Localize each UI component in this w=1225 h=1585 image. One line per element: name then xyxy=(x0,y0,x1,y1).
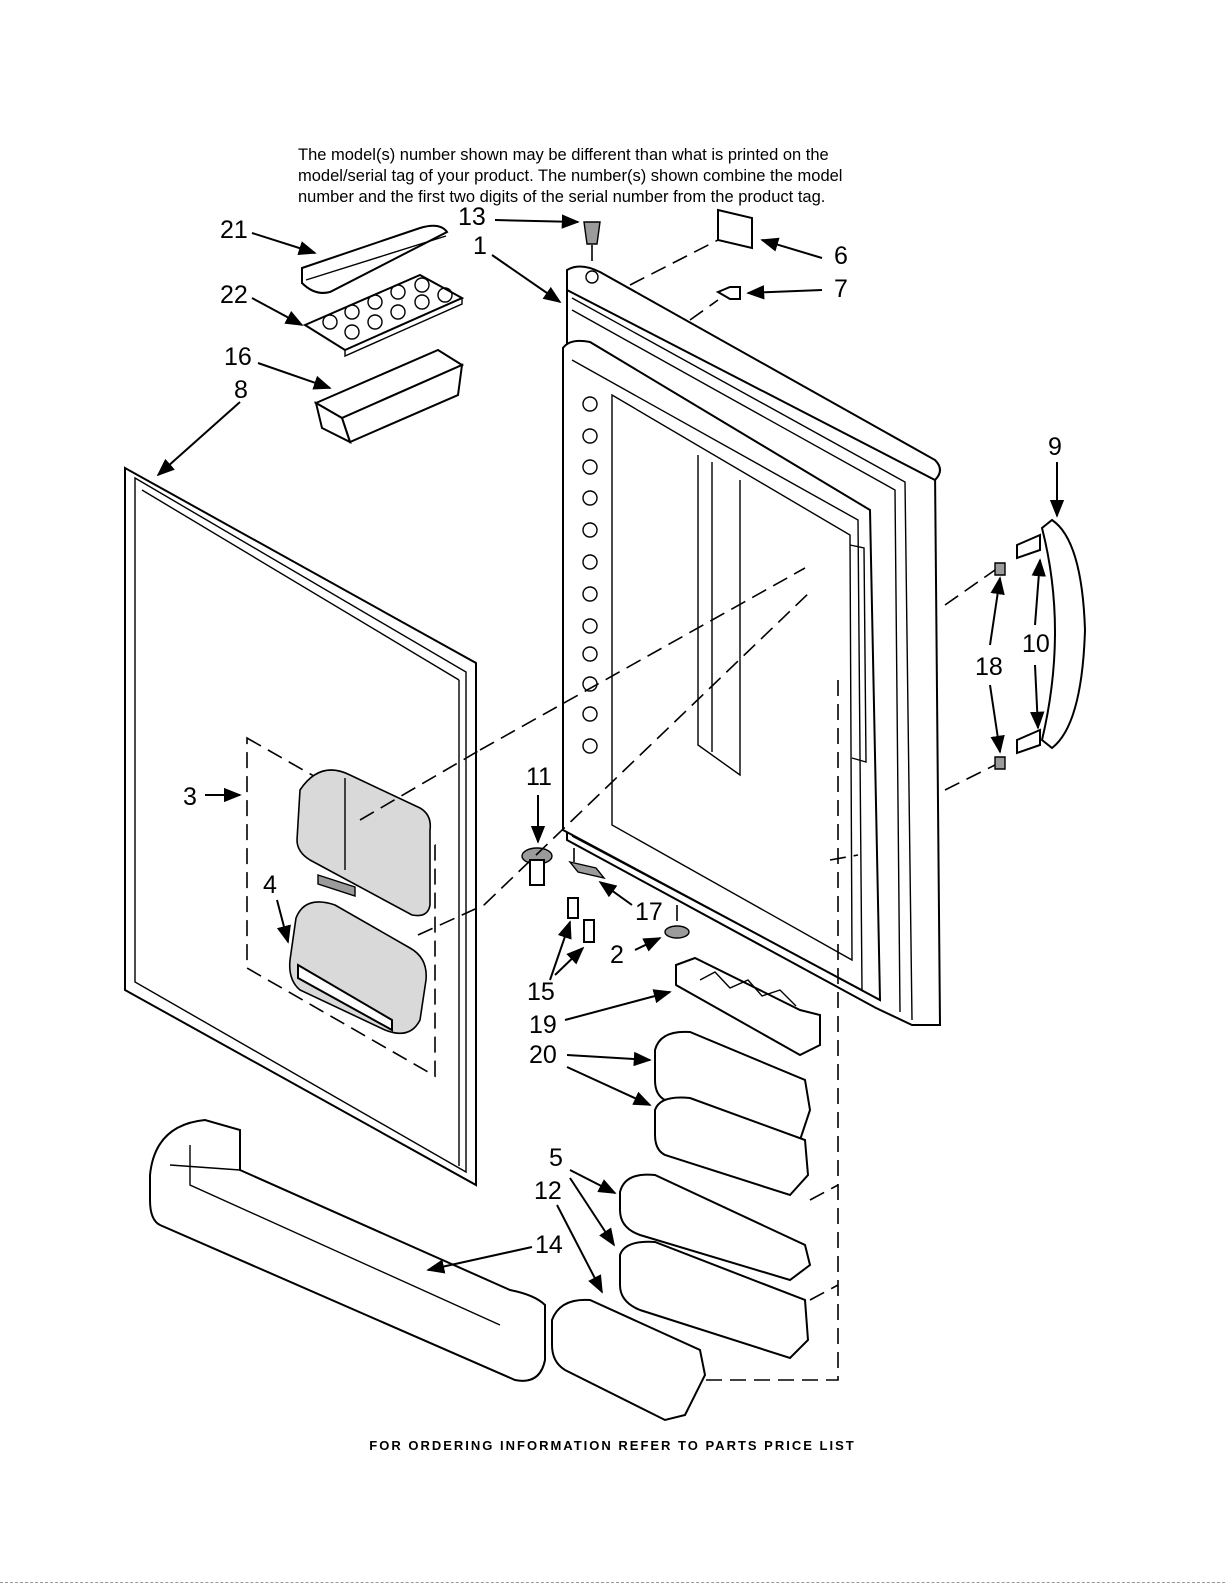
callout-9: 9 xyxy=(1048,433,1062,461)
door-gasket-bumps xyxy=(582,396,598,754)
note-line-2: model/serial tag of your product. The nu… xyxy=(298,167,843,185)
callout-numbers: 21 22 16 8 13 1 6 7 9 10 18 3 4 11 17 2 … xyxy=(183,203,1062,1259)
callout-19: 19 xyxy=(529,1011,557,1039)
dispenser-housing xyxy=(296,769,432,917)
callout-3: 3 xyxy=(183,783,197,811)
can-rack xyxy=(675,956,821,1057)
callout-20: 20 xyxy=(529,1041,557,1069)
callout-7: 7 xyxy=(834,275,848,303)
note-line-1: The model(s) number shown may be differe… xyxy=(298,146,829,164)
handle-fasteners xyxy=(994,533,1041,770)
door-label xyxy=(717,208,753,250)
small-door-bin xyxy=(551,1298,707,1422)
door-cam xyxy=(521,847,553,886)
callout-14: 14 xyxy=(535,1231,563,1259)
hinge-bushing xyxy=(583,221,601,245)
callout-12: 12 xyxy=(534,1177,562,1205)
callout-11: 11 xyxy=(526,763,552,791)
long-door-bin xyxy=(149,1118,546,1382)
dispenser-tray xyxy=(288,901,427,1035)
callout-8: 8 xyxy=(234,376,248,404)
door-bins-20 xyxy=(654,1030,812,1197)
bracket-17 xyxy=(568,860,606,880)
page-bottom-rule xyxy=(0,1582,1225,1583)
ordering-info-footer: FOR ORDERING INFORMATION REFER TO PARTS … xyxy=(369,1438,856,1453)
egg-tray-cover xyxy=(301,224,449,294)
egg-tray xyxy=(302,273,465,358)
callout-15: 15 xyxy=(527,978,555,1006)
outer-door xyxy=(562,265,942,1026)
callout-2: 2 xyxy=(610,941,624,969)
callout-4: 4 xyxy=(263,871,277,899)
callout-18: 18 xyxy=(975,653,1003,681)
callout-21: 21 xyxy=(220,216,248,244)
alignment-lines xyxy=(359,239,996,1381)
callout-22: 22 xyxy=(220,281,248,309)
callout-17: 17 xyxy=(635,898,663,926)
callout-10: 10 xyxy=(1022,630,1050,658)
callout-13: 13 xyxy=(458,203,486,231)
door-handle xyxy=(1040,518,1087,750)
callout-16: 16 xyxy=(224,343,252,371)
callout-6: 6 xyxy=(834,242,848,270)
note-line-3: number and the first two digits of the s… xyxy=(298,188,826,206)
leader-arrows xyxy=(156,214,1065,1294)
callout-5: 5 xyxy=(549,1144,563,1172)
callout-1: 1 xyxy=(473,232,487,260)
butter-bin xyxy=(313,348,465,444)
cap-2 xyxy=(664,925,690,939)
model-number-note: The model(s) number shown may be differe… xyxy=(298,145,938,208)
screws-15 xyxy=(567,897,595,943)
screw-7 xyxy=(715,286,741,300)
door-bins-5 xyxy=(619,1173,812,1360)
